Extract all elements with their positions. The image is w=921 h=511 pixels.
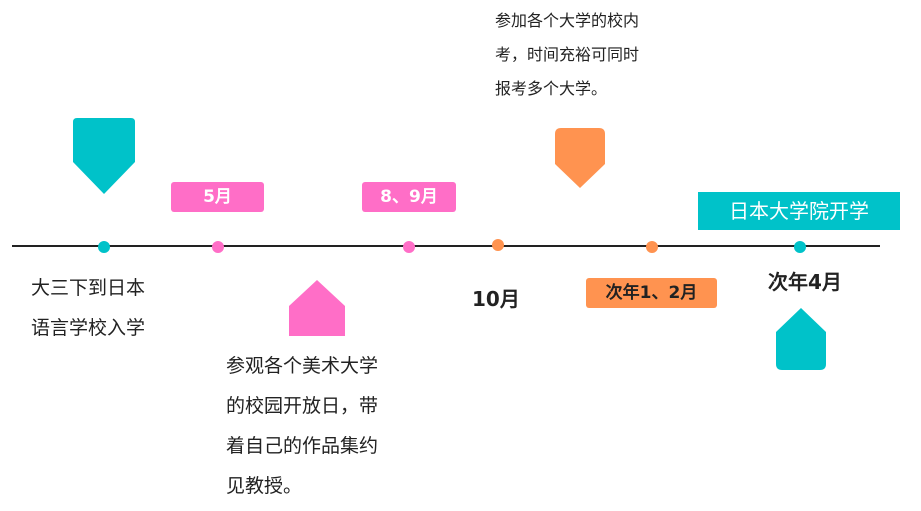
- pink-up-marker-icon: [289, 280, 345, 336]
- timeline-dot-jan-feb: [646, 241, 658, 253]
- timeline-dot-aug-sep: [403, 241, 415, 253]
- tag-may: 5月: [171, 182, 264, 212]
- label-oct: 10月: [472, 287, 520, 311]
- exam-line-2: 考，时间充裕可同时: [495, 45, 640, 64]
- start-description: 大三下到日本 语言学校入学: [31, 268, 145, 348]
- timeline-dot-may: [212, 241, 224, 253]
- timeline-dot-oct: [492, 239, 504, 251]
- tag-aug-sep: 8、9月: [362, 182, 456, 212]
- timeline-dot-start: [98, 241, 110, 253]
- tag-jan-feb: 次年1、2月: [586, 278, 717, 308]
- open-campus-line-1: 参观各个美术大学: [226, 355, 379, 377]
- open-campus-line-4: 见教授。: [226, 475, 303, 497]
- open-campus-line-2: 的校园开放日，带: [226, 395, 379, 417]
- open-campus-description: 参观各个美术大学 的校园开放日，带 着自己的作品集约 见教授。: [226, 346, 378, 506]
- open-campus-line-3: 着自己的作品集约: [226, 435, 379, 457]
- tag-enroll: 日本大学院开学: [698, 192, 900, 230]
- teal-down-marker-icon: [73, 118, 135, 194]
- timeline-dot-apr: [794, 241, 806, 253]
- teal-up-marker-icon: [776, 308, 826, 370]
- exam-line-3: 报考多个大学。: [495, 79, 608, 98]
- start-line-1: 大三下到日本: [31, 277, 146, 299]
- start-line-2: 语言学校入学: [31, 317, 146, 339]
- orange-down-marker-icon: [555, 128, 605, 188]
- label-apr: 次年4月: [768, 270, 842, 294]
- exam-line-1: 参加各个大学的校内: [495, 11, 640, 30]
- exam-description: 参加各个大学的校内 考，时间充裕可同时 报考多个大学。: [495, 4, 639, 106]
- timeline-axis: [12, 245, 880, 247]
